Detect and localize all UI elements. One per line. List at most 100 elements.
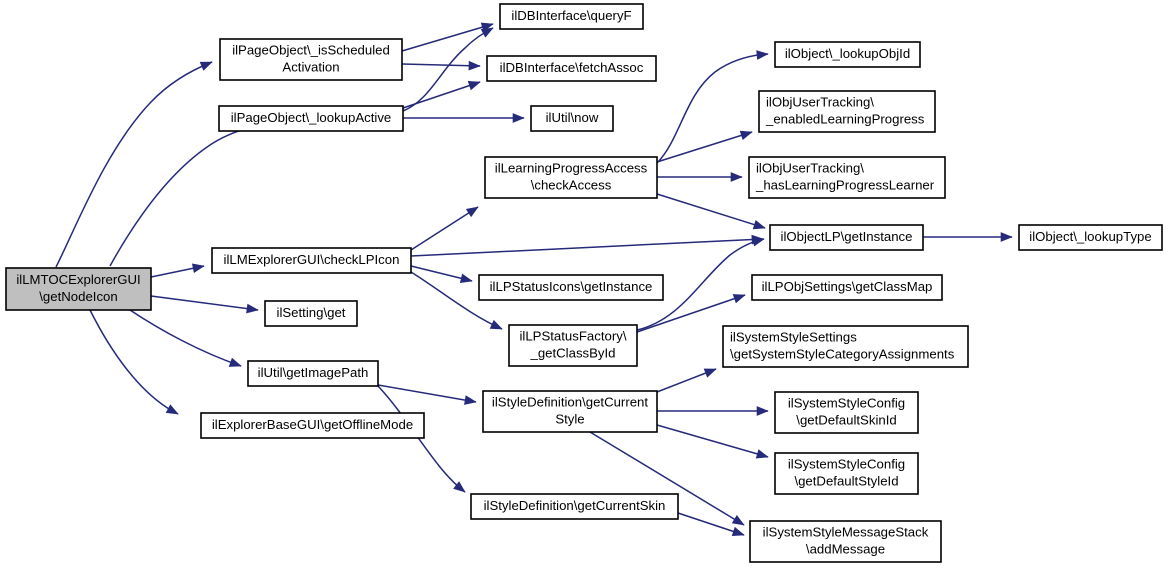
node-label: ilExplorerBaseGUI\getOfflineMode	[212, 417, 413, 432]
arrowhead-icon	[246, 303, 259, 314]
node-label: ilPageObject\_lookupActive	[231, 110, 392, 125]
node-label: ilObject\_lookupType	[1029, 229, 1151, 244]
node-box[interactable]	[774, 391, 919, 434]
node-label: ilDBInterface\fetchAssoc	[500, 60, 644, 75]
edge-line	[656, 53, 769, 164]
graph-node[interactable]: ilSystemStyleConfig\getDefaultStyleId	[774, 452, 919, 495]
edge-line	[636, 294, 746, 333]
graph-node[interactable]: ilObjUserTracking\_enabledLearningProgre…	[758, 90, 936, 133]
graph-node[interactable]: ilLearningProgressAccess\checkAccess	[484, 156, 658, 199]
arrowhead-icon	[191, 263, 205, 274]
node-label: _getClassById	[529, 345, 615, 360]
node-box[interactable]	[264, 300, 358, 327]
call-edge	[150, 295, 259, 314]
node-label: ilPageObject\_isScheduled	[232, 42, 390, 57]
call-edge	[377, 385, 466, 493]
call-edge	[402, 27, 494, 112]
graph-node[interactable]: ilLMExplorerGUI\checkLPIcon	[211, 247, 412, 274]
arrowhead-icon	[467, 81, 481, 91]
graph-node[interactable]: ilUtil\now	[530, 105, 614, 132]
arrowhead-icon	[755, 449, 769, 459]
node-box[interactable]	[758, 90, 936, 133]
node-label: ilObject\_lookupObjId	[785, 46, 910, 61]
edge-line	[109, 122, 269, 267]
edge-line	[410, 206, 479, 251]
graph-node[interactable]: ilLPStatusIcons\getInstance	[478, 274, 664, 301]
node-label: ilObjectLP\getInstance	[781, 229, 913, 244]
graph-node[interactable]: ilStyleDefinition\getCurrentSkin	[470, 493, 679, 520]
arrowhead-icon	[703, 368, 717, 378]
node-box[interactable]	[219, 38, 403, 81]
node-box[interactable]	[218, 105, 404, 132]
graph-node[interactable]: ilObjectLP\getInstance	[769, 224, 924, 251]
node-label: ilSystemStyleMessageStack	[763, 524, 929, 539]
node-label: ilUtil\now	[546, 110, 599, 125]
graph-node[interactable]: ilObjUserTracking\_hasLearningProgressLe…	[748, 156, 946, 199]
graph-node[interactable]: ilObject\_lookupType	[1018, 224, 1163, 251]
call-edge	[677, 512, 745, 537]
node-box[interactable]	[508, 324, 638, 367]
edge-line	[89, 309, 179, 415]
node-label: ilUtil\getImagePath	[258, 365, 369, 380]
call-edge	[410, 271, 503, 330]
graph-node[interactable]: ilUtil\getImagePath	[247, 360, 379, 387]
call-edge	[923, 232, 1013, 242]
node-box[interactable]	[484, 156, 658, 199]
node-label: _hasLearningProgressLearner	[755, 177, 935, 192]
node-label: ilSetting\get	[277, 305, 346, 320]
node-label: Style	[555, 411, 584, 426]
graph-node[interactable]: ilPageObject\_lookupActive	[218, 105, 404, 132]
node-box[interactable]	[470, 493, 679, 520]
call-edge	[55, 61, 213, 268]
call-edge	[410, 234, 764, 257]
node-box[interactable]	[200, 412, 425, 439]
node-label: \addMessage	[806, 541, 885, 556]
node-box[interactable]	[247, 360, 379, 387]
node-box[interactable]	[486, 55, 657, 82]
graph-node[interactable]: ilSystemStyleSettings\getSystemStyleCate…	[722, 325, 969, 368]
arrowhead-icon	[489, 319, 503, 330]
arrowhead-icon	[756, 406, 769, 416]
edge-line	[656, 193, 766, 229]
node-box[interactable]	[751, 274, 943, 301]
graph-node[interactable]: ilObject\_lookupObjId	[774, 41, 921, 68]
graph-node[interactable]: ilSystemStyleConfig\getDefaultSkinId	[774, 391, 919, 434]
node-box[interactable]	[211, 247, 412, 274]
node-box[interactable]	[482, 390, 658, 433]
call-edge	[377, 384, 477, 405]
node-box[interactable]	[530, 105, 614, 132]
node-box[interactable]	[769, 224, 924, 251]
arrowhead-icon	[731, 526, 745, 537]
graph-node[interactable]: ilLPObjSettings\getClassMap	[751, 274, 943, 301]
node-label: ilDBInterface\queryF	[511, 8, 631, 23]
graph-node[interactable]: ilSetting\get	[264, 300, 358, 327]
call-edge	[89, 309, 179, 415]
call-edge	[589, 431, 745, 526]
graph-node[interactable]: ilDBInterface\queryF	[499, 3, 644, 30]
node-label: \checkAccess	[531, 177, 612, 192]
edge-line	[656, 131, 753, 163]
node-box[interactable]	[749, 520, 942, 563]
node-box[interactable]	[774, 41, 921, 68]
node-box[interactable]	[499, 3, 644, 30]
graph-node-root[interactable]: ilLMTOCExplorerGUI\getNodeIcon	[5, 267, 152, 311]
node-box[interactable]	[774, 452, 919, 495]
graph-node[interactable]: ilDBInterface\fetchAssoc	[486, 55, 657, 82]
arrowhead-icon	[199, 61, 213, 71]
graph-node[interactable]: ilExplorerBaseGUI\getOfflineMode	[200, 412, 425, 439]
graph-node[interactable]: ilSystemStyleMessageStack \addMessage	[749, 520, 942, 563]
node-box[interactable]	[748, 156, 946, 199]
edge-line	[636, 238, 765, 331]
node-label: ilLMExplorerGUI\checkLPIcon	[224, 252, 400, 267]
node-box[interactable]	[1018, 224, 1163, 251]
graph-node[interactable]: ilLPStatusFactory\_getClassById	[508, 324, 638, 367]
edge-line	[150, 295, 259, 311]
call-edge	[410, 265, 473, 284]
node-box[interactable]	[478, 274, 664, 301]
node-box[interactable]	[5, 267, 152, 311]
node-box[interactable]	[722, 325, 969, 368]
node-layer: ilLMTOCExplorerGUI\getNodeIcon ilPageObje…	[5, 3, 1163, 563]
arrowhead-icon	[468, 60, 481, 71]
